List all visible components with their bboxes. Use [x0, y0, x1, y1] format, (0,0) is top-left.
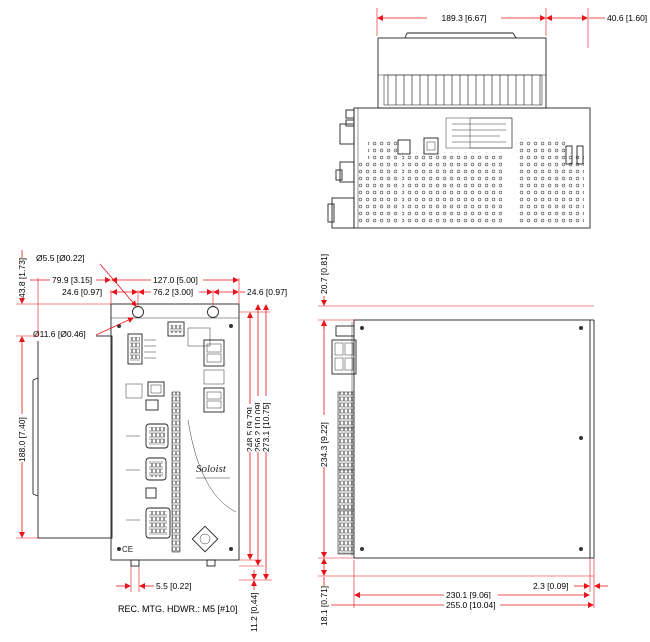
- dim-side-2: 2.3 [0.09]: [533, 581, 568, 591]
- product-logo: Soloist: [196, 463, 227, 475]
- dim-width-127: 127.0 [5.00]: [153, 275, 198, 285]
- side-view: [331, 319, 595, 559]
- front-view: CE Soloist: [32, 303, 240, 567]
- dim-side-255: 255.0 [10.04]: [446, 600, 496, 610]
- dim-center-76: 76.2 [3.00]: [153, 287, 193, 297]
- dim-height-256: 256.2 [10.09]: [253, 402, 263, 452]
- dim-slot-5: 5.5 [0.22]: [156, 581, 191, 591]
- dim-side-230: 230.1 [9.06]: [446, 590, 491, 600]
- dim-left-24: 24.6 [0.97]: [62, 287, 102, 297]
- dim-side-20: 20.7 [0.81]: [319, 254, 329, 294]
- dim-height-43: 43.8 [1.73]: [17, 258, 27, 298]
- dim-side-18: 18.1 [0.71]: [319, 586, 329, 626]
- front-dimensions: Ø5.5 [Ø0.22] Ø11.6 [Ø0.46] 79.9 [3.15] 1…: [16, 250, 293, 632]
- dim-bottom-11: 11.2 [0.44]: [249, 592, 259, 632]
- dim-left-79: 79.9 [3.15]: [52, 275, 92, 285]
- dim-height-273: 273.1 [10.75]: [261, 402, 271, 452]
- dim-hole-small: Ø5.5 [Ø0.22]: [36, 253, 85, 263]
- dim-hole-large: Ø11.6 [Ø0.46]: [33, 329, 86, 339]
- svg-text:CE: CE: [122, 545, 133, 554]
- dim-top-width: 189.3 [6.67]: [442, 13, 487, 23]
- dim-right-24: 24.6 [0.97]: [247, 287, 287, 297]
- dim-top-depth: 40.6 [1.60]: [607, 13, 647, 23]
- mounting-note: REC. MTG. HDWR.: M5 [#10]: [118, 604, 238, 614]
- side-dimensions: 20.7 [0.81] 234.3 [9.22] 18.1 [0.71] 2.3…: [318, 252, 608, 626]
- dim-side-234: 234.3 [9.22]: [319, 422, 329, 467]
- dim-height-248: 248.5 [9.79]: [245, 407, 255, 452]
- top-view: 189.3 [6.67] 40.6 [1.60]: [327, 8, 647, 229]
- dim-height-188: 188.0 [7.40]: [17, 417, 27, 462]
